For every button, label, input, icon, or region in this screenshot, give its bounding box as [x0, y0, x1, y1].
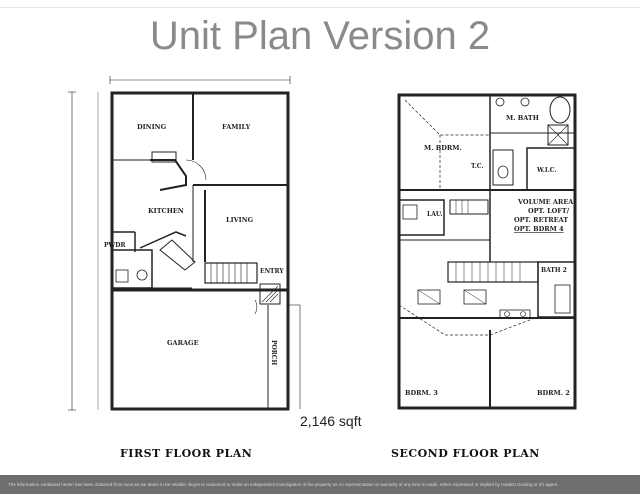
disclaimer-footer: The information contained herein has bee… — [0, 475, 640, 494]
room-label-lau: LAU. — [427, 211, 443, 218]
room-label-bath2: BATH 2 — [541, 267, 567, 274]
room-label-volume-4: OPT. BDRM 4 — [514, 225, 564, 233]
second-floor-caption: SECOND FLOOR PLAN — [391, 447, 540, 460]
room-label-entry: ENTRY — [260, 268, 284, 275]
room-label-volume-1: VOLUME AREA — [517, 198, 574, 206]
page-title: Unit Plan Version 2 — [149, 14, 491, 58]
room-label-living: LIVING — [226, 216, 254, 224]
room-label-kitchen: KITCHEN — [148, 207, 184, 215]
room-label-porch: PORCH — [270, 340, 277, 366]
room-label-wic: W.I.C. — [536, 167, 557, 174]
room-label-tc: T.C. — [471, 163, 484, 170]
room-label-volume-2: OPT. LOFT/ — [528, 207, 570, 215]
first-floor-caption: FIRST FLOOR PLAN — [120, 447, 253, 460]
top-rule — [0, 7, 640, 8]
room-label-bdrm2: BDRM. 2 — [537, 389, 570, 397]
room-label-family: FAMILY — [222, 123, 251, 131]
room-label-m-bdrm: M. BDRM. — [424, 144, 462, 152]
room-label-dining: DINING — [137, 123, 167, 131]
room-label-garage: GARAGE — [167, 339, 199, 347]
room-label-pwdr: PWDR — [104, 242, 126, 249]
first-floor-plan: DINING FAMILY KITCHEN LIVING PWDR ENTRY … — [68, 76, 301, 411]
square-footage: 2,146 sqft — [300, 413, 362, 429]
room-label-volume-3: OPT. RETREAT — [514, 216, 568, 224]
room-label-m-bath: M. BATH — [506, 114, 539, 122]
room-label-bdrm3: BDRM. 3 — [405, 389, 438, 397]
second-floor-plan: M. BATH M. BDRM. T.C. W.I.C. LAU. VOLUME… — [397, 93, 577, 410]
